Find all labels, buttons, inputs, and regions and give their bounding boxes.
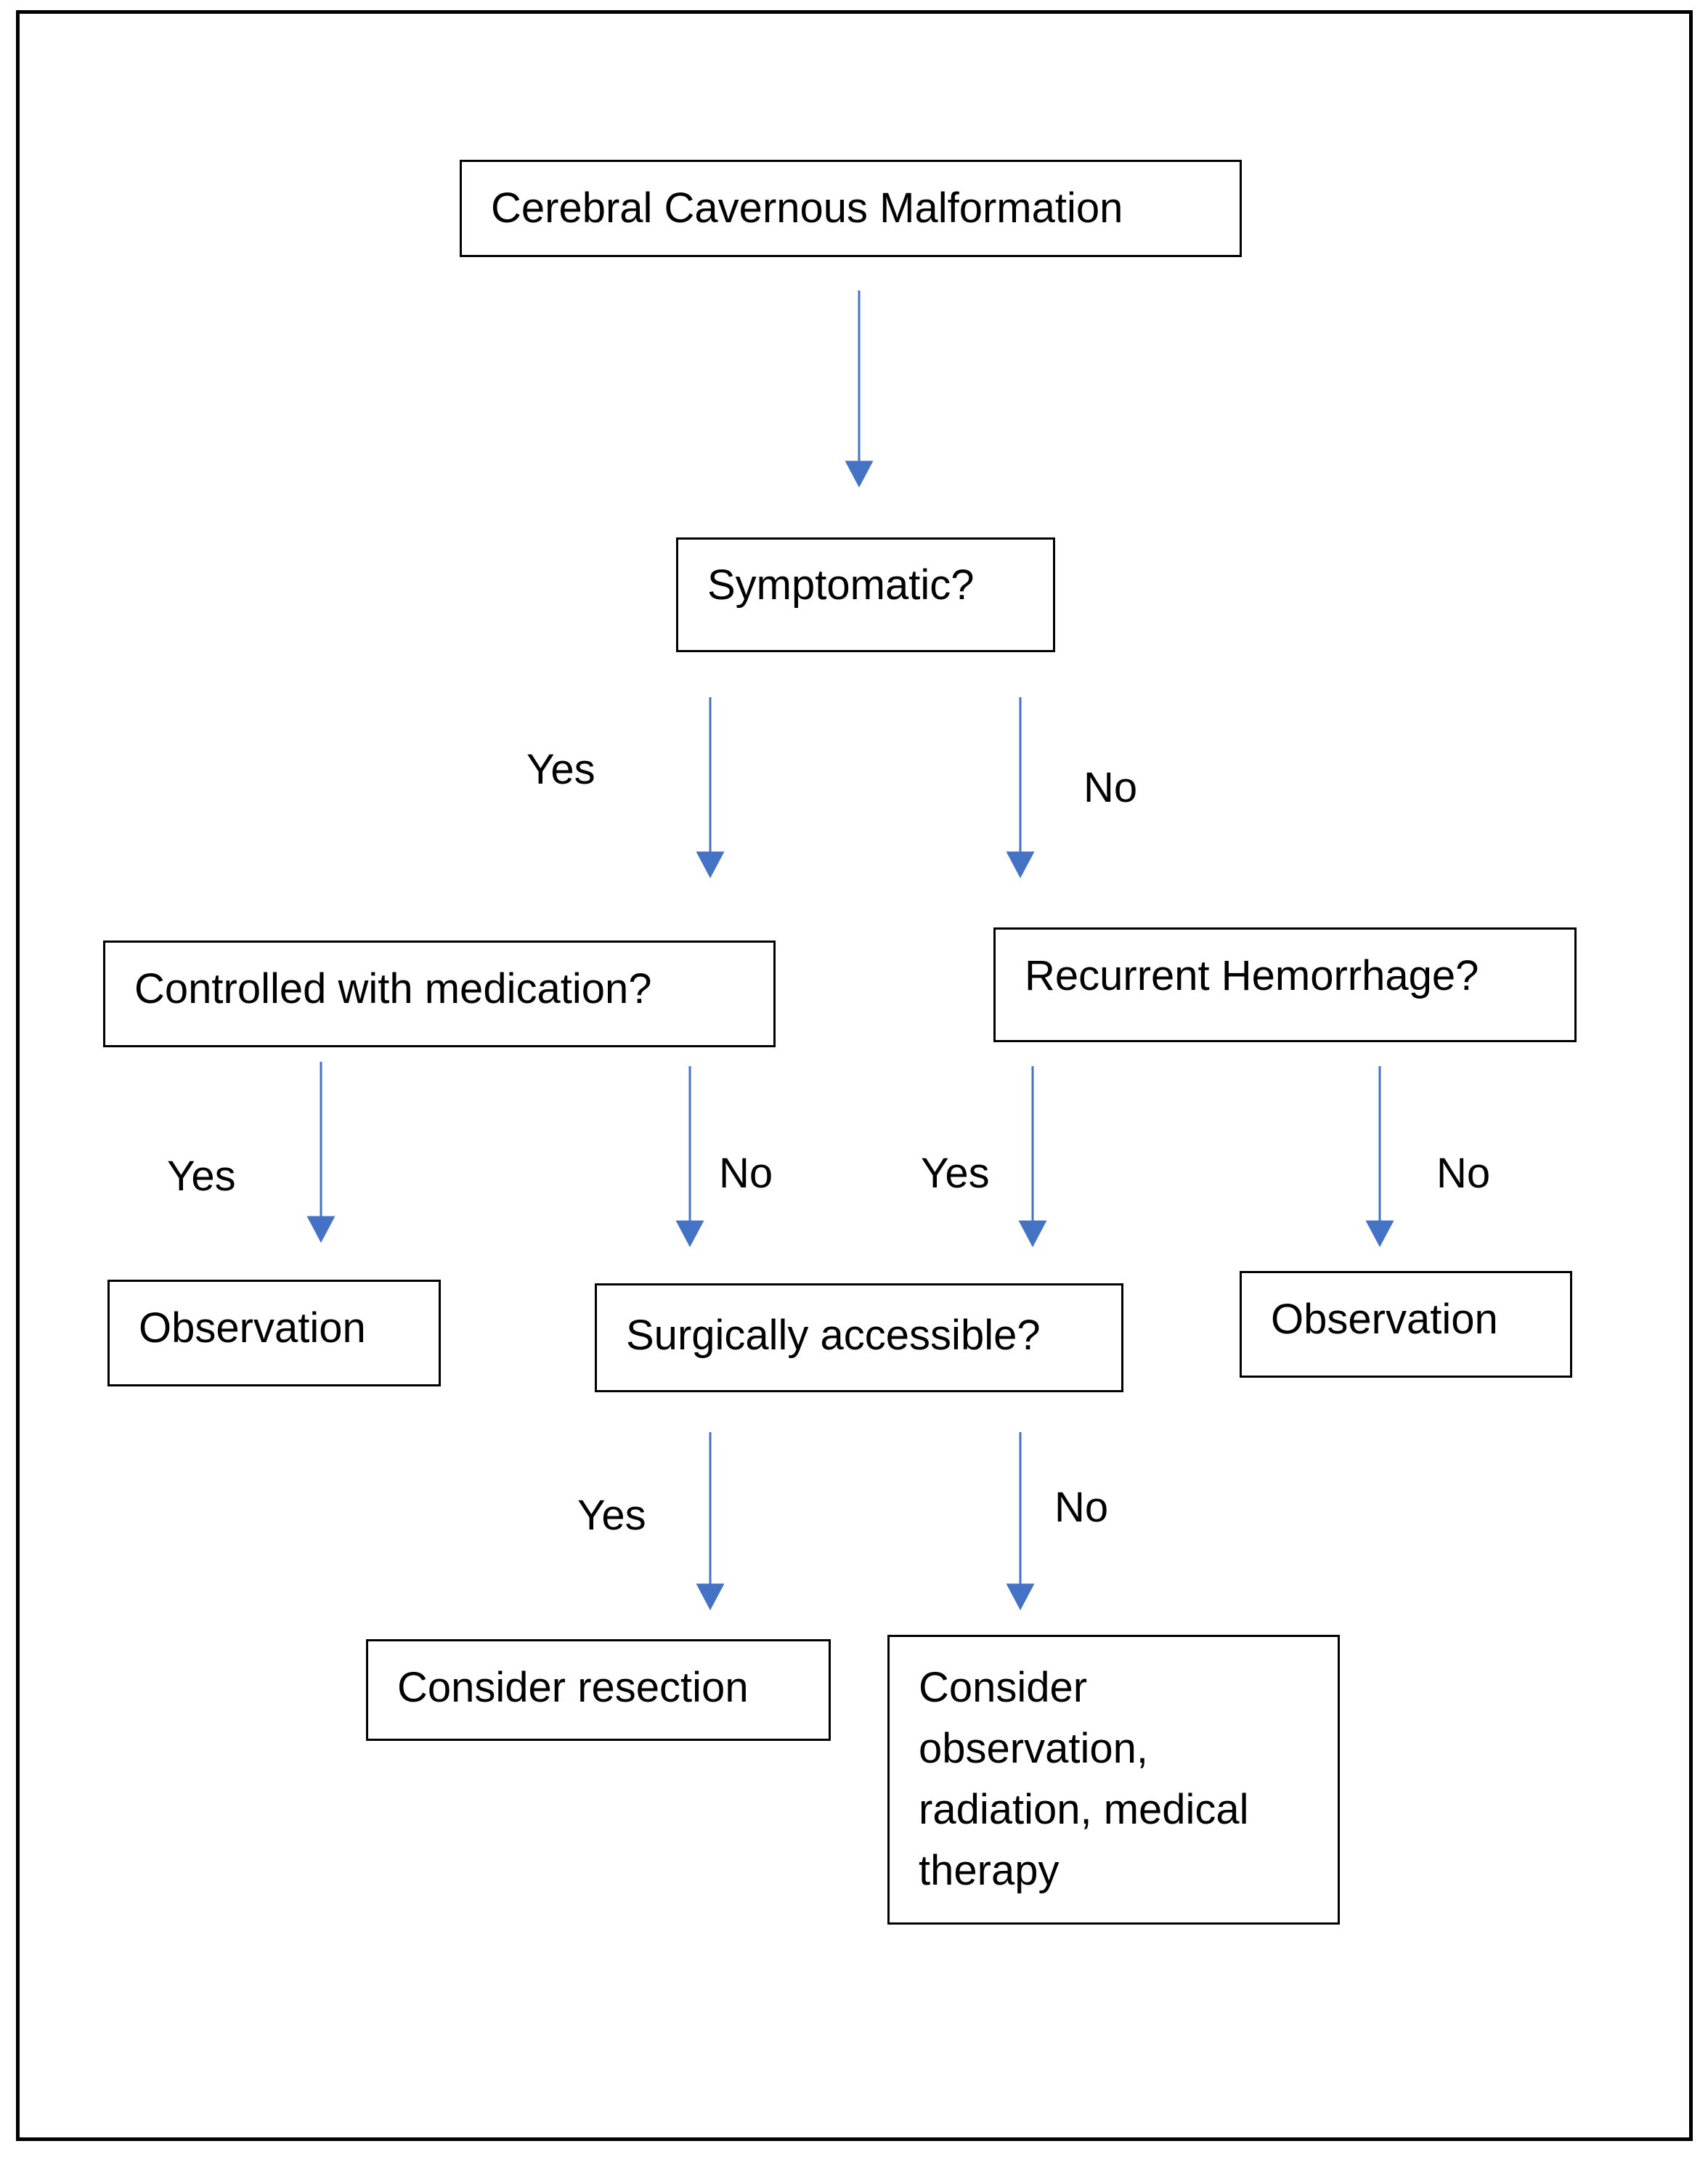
node-recurrent-hemorrhage: Recurrent Hemorrhage? [993, 927, 1577, 1042]
node-controlled-with-medication: Controlled with medication? [103, 941, 776, 1047]
node-consider-alternatives: Consider observation, radiation, medical… [887, 1635, 1340, 1925]
label-recurrent-yes: Yes [921, 1150, 990, 1197]
figure-frame [16, 10, 1693, 2141]
arrowhead-symptomatic-yes [696, 851, 725, 879]
node-observation-left: Observation [107, 1280, 441, 1386]
label-symptomatic-no: No [1083, 764, 1138, 811]
arrowhead-surgical-no [1006, 1583, 1035, 1611]
node-consider-resection: Consider resection [366, 1639, 831, 1741]
label-surgical-yes: Yes [577, 1492, 646, 1539]
label-controlled-no: No [719, 1150, 773, 1197]
node-cerebral-cavernous-malformation: Cerebral Cavernous Malformation [460, 160, 1242, 257]
label-symptomatic-yes: Yes [526, 746, 595, 793]
node-symptomatic: Symptomatic? [676, 537, 1055, 652]
node-surgically-accessible: Surgically accessible? [595, 1283, 1123, 1392]
arrowhead-root-to-symptomatic [845, 460, 874, 488]
arrowhead-controlled-no [675, 1220, 704, 1248]
arrowhead-surgical-yes [696, 1583, 725, 1611]
node-observation-right: Observation [1240, 1271, 1572, 1378]
arrowhead-controlled-yes [306, 1216, 336, 1243]
label-controlled-yes: Yes [167, 1153, 236, 1200]
label-recurrent-no: No [1436, 1150, 1491, 1197]
arrowhead-recurrent-no [1365, 1220, 1394, 1248]
label-surgical-no: No [1054, 1484, 1109, 1531]
arrowhead-symptomatic-no [1006, 851, 1035, 879]
arrowhead-recurrent-yes [1018, 1220, 1047, 1248]
